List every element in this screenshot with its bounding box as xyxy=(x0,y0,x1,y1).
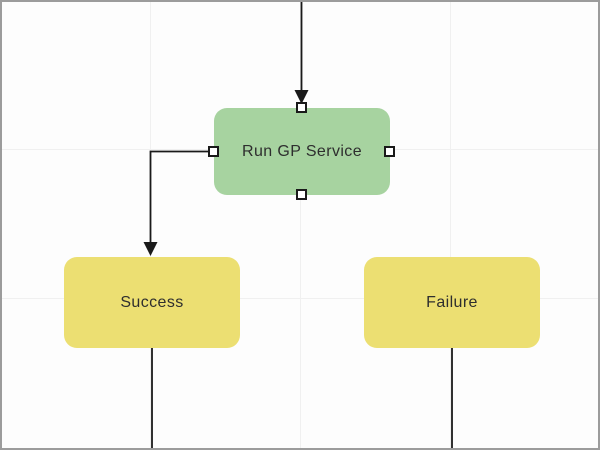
node-label: Failure xyxy=(426,293,478,311)
connection-handle-bottom[interactable] xyxy=(296,189,307,200)
node-label: Success xyxy=(120,293,184,311)
node-failure[interactable]: Failure xyxy=(364,257,540,348)
node-label: Run GP Service xyxy=(241,142,363,160)
connection-handle-left[interactable] xyxy=(208,146,219,157)
gridline-horizontal xyxy=(2,298,598,299)
connection-handle-right[interactable] xyxy=(384,146,395,157)
node-success[interactable]: Success xyxy=(64,257,240,348)
gridline-vertical xyxy=(150,2,151,448)
connection-handle-top[interactable] xyxy=(296,102,307,113)
node-run-gp-service[interactable]: Run GP Service xyxy=(214,108,390,195)
connector-run-gp-service-to-success[interactable] xyxy=(143,150,210,257)
gridline-vertical xyxy=(300,2,301,448)
gridline-vertical xyxy=(450,2,451,448)
connector-top-to-run-gp-service[interactable] xyxy=(294,2,309,104)
